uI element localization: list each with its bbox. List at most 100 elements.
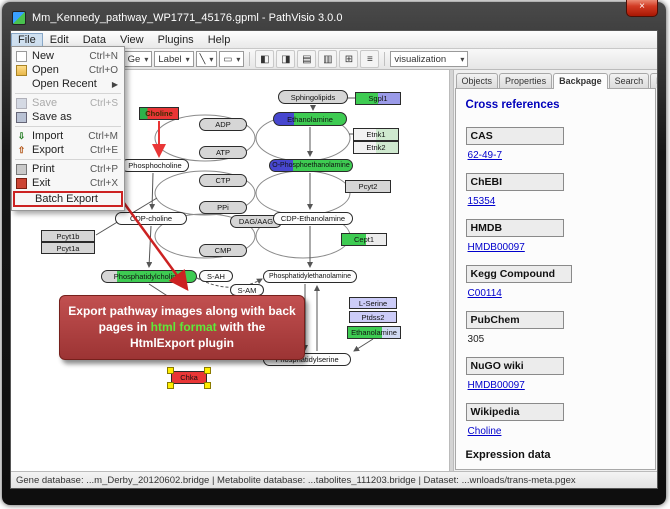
align-top-button[interactable]: ▤ — [297, 50, 317, 68]
ref-id-link[interactable]: C00114 — [467, 288, 502, 299]
ref-db-label: PubChem — [465, 311, 564, 329]
save-as-disk-icon — [16, 111, 27, 123]
menu-item-save-as[interactable]: Save as — [12, 110, 124, 124]
ref-id-link[interactable]: 62-49-7 — [467, 150, 502, 161]
annotation-text-after: with the HtmlExport plugin — [130, 320, 266, 351]
close-button[interactable]: × — [626, 0, 658, 17]
pathway-node[interactable]: Phosphatidylcholines — [101, 270, 197, 283]
pathway-node[interactable]: Sphingolipids — [278, 90, 348, 104]
align-right-button[interactable]: ◨ — [276, 50, 296, 68]
save-disk-icon — [16, 97, 27, 109]
pathway-node[interactable]: L-Serine — [349, 297, 397, 309]
shape-tool-combo[interactable]: ▭ ▾ — [219, 51, 245, 67]
new-file-icon — [16, 50, 27, 62]
pathway-node[interactable]: Etnk1 — [353, 128, 399, 141]
annotation-callout: Export pathway images along with back pa… — [59, 295, 305, 360]
pathway-node[interactable]: CTP — [199, 174, 247, 187]
pathway-node[interactable]: Cept1 — [341, 233, 387, 246]
menu-data[interactable]: Data — [82, 33, 106, 46]
selection-handle[interactable] — [204, 382, 211, 389]
pathway-node[interactable]: S-AH — [199, 270, 233, 282]
line-tool-icon: ╲ — [199, 53, 206, 65]
pathway-node[interactable]: Pcyt1a — [41, 242, 95, 254]
selection-handle[interactable] — [167, 382, 174, 389]
annotation-text-before: Export pathway images along with back pa… — [68, 304, 296, 335]
label-tool-combo[interactable]: Label ▾ — [154, 51, 194, 67]
pathway-node[interactable]: Ethanolamine — [273, 112, 347, 126]
window-content: File Edit Data View Plugins Help ✎ Zoom:… — [10, 30, 658, 489]
menu-separator — [15, 126, 121, 127]
tab-properties[interactable]: Properties — [499, 73, 553, 88]
pathway-node[interactable]: ATP — [199, 146, 247, 159]
selection-handle[interactable] — [204, 367, 211, 374]
pathway-node[interactable]: CDP-choline — [115, 212, 187, 225]
pathway-node[interactable]: CDP-Ethanolamine — [273, 212, 353, 225]
align-top-icon: ▤ — [302, 53, 312, 65]
sidebar-tabs: Objects Properties Backpage Search Legen… — [454, 70, 657, 89]
blank-icon — [19, 194, 30, 205]
ref-id-link[interactable]: HMDB00097 — [467, 242, 525, 253]
datanode-combo[interactable]: Ge ▾ — [123, 51, 153, 67]
visualization-combo[interactable]: visualization ▾ — [390, 51, 469, 67]
ref-id-link[interactable]: HMDB00097 — [467, 380, 525, 391]
pathway-node-selected[interactable]: Chka — [171, 371, 207, 384]
align-right-icon: ◨ — [281, 53, 291, 65]
menu-item-open-recent[interactable]: Open Recent ▶ — [12, 77, 124, 91]
tab-legend[interactable]: Legend — [650, 73, 657, 88]
open-folder-icon — [16, 64, 27, 76]
pathway-node[interactable]: Sgpl1 — [355, 92, 401, 105]
menu-item-import[interactable]: ⇩ Import Ctrl+M — [17, 130, 118, 142]
pathway-node[interactable]: Phosphocholine — [121, 159, 189, 172]
menu-item-batch-export[interactable]: Batch Export — [13, 191, 123, 207]
menu-item-open[interactable]: Open Ctrl+O — [12, 63, 124, 77]
pathway-node[interactable]: Etnk2 — [353, 141, 399, 154]
menu-view[interactable]: View — [119, 33, 144, 46]
pathway-node[interactable]: Choline — [139, 107, 179, 120]
align-bottom-icon: ▥ — [323, 53, 333, 65]
ref-db-label: CAS — [465, 127, 564, 145]
pathway-node[interactable]: DAG/AAG — [230, 215, 282, 228]
chevron-down-icon: ▾ — [185, 54, 190, 64]
sidebar: Objects Properties Backpage Search Legen… — [453, 70, 657, 471]
pathway-node[interactable]: PPi — [199, 201, 247, 214]
pathway-node[interactable]: CMP — [199, 244, 247, 257]
pathway-node[interactable]: Pcyt1b — [41, 230, 95, 242]
tab-objects[interactable]: Objects — [455, 73, 499, 88]
app-icon — [12, 11, 26, 25]
pathway-node[interactable]: Phosphatidylethanolamine — [263, 270, 357, 283]
line-tool-combo[interactable]: ╲ ▾ — [195, 51, 218, 67]
submenu-arrow-icon: ▶ — [111, 79, 118, 89]
annotation-highlight: html format — [150, 320, 217, 335]
label-tool-value: Label — [158, 53, 182, 65]
pathway-node[interactable]: Ethanolamine — [347, 326, 401, 339]
ref-id-value: 305 — [467, 334, 485, 345]
tab-backpage[interactable]: Backpage — [553, 73, 608, 89]
menu-item-exit[interactable]: Exit Ctrl+X — [12, 176, 124, 190]
menu-file[interactable]: File — [11, 32, 43, 47]
menu-item-new[interactable]: New Ctrl+N — [12, 49, 124, 63]
align-bottom-button[interactable]: ▥ — [318, 50, 338, 68]
toolbar-separator — [249, 52, 251, 66]
menu-item-export[interactable]: ⇧ Export Ctrl+E — [17, 144, 118, 156]
expression-data-heading: Expression data — [465, 449, 551, 461]
same-size-button[interactable]: ⊞ — [339, 50, 359, 68]
splitter-handle[interactable] — [449, 70, 454, 471]
tab-search[interactable]: Search — [608, 73, 650, 88]
window-title: Mm_Kennedy_pathway_WP1771_45176.gpml - P… — [32, 12, 343, 24]
menu-item-print[interactable]: Print Ctrl+P — [12, 162, 124, 176]
chevron-down-icon: ▾ — [144, 54, 149, 64]
pathway-node[interactable]: Pcyt2 — [345, 180, 391, 193]
align-left-button[interactable]: ◧ — [255, 50, 275, 68]
menu-item-save[interactable]: Save Ctrl+S — [12, 96, 124, 110]
menu-plugins[interactable]: Plugins — [157, 33, 194, 46]
status-bar: Gene database: ...m_Derby_20120602.bridg… — [11, 471, 657, 488]
ref-id-link[interactable]: Choline — [467, 426, 502, 437]
pathway-node[interactable]: ADP — [199, 118, 247, 131]
stack-button[interactable]: ≡ — [360, 50, 380, 68]
selection-handle[interactable] — [167, 367, 174, 374]
pathway-node[interactable]: Ptdss2 — [349, 311, 397, 323]
ref-id-link[interactable]: 15354 — [467, 196, 496, 207]
menu-help[interactable]: Help — [207, 33, 231, 46]
pathway-node[interactable]: O-Phosphoethanolamine — [269, 159, 353, 172]
menu-edit[interactable]: Edit — [49, 33, 69, 46]
